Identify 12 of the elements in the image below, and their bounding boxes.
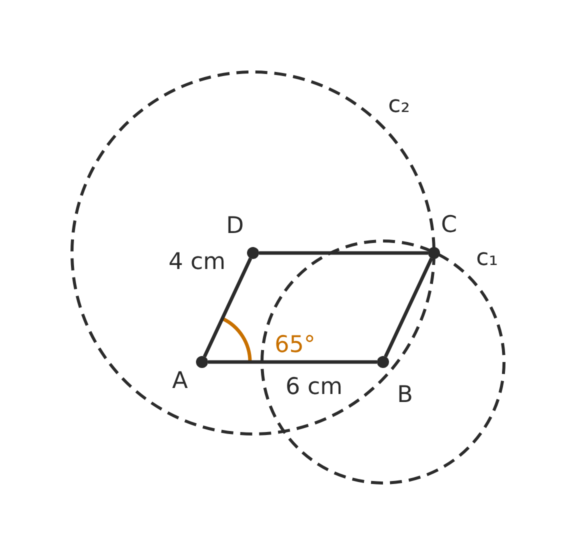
line-segment (208, 360, 377, 364)
circle-label: c₂ (388, 92, 410, 118)
point-label: D (226, 213, 244, 239)
circle-label: c₁ (476, 245, 498, 271)
point-label: B (397, 382, 413, 408)
point-label: C (440, 212, 458, 238)
line-segment (202, 258, 252, 358)
point-label: A (172, 368, 188, 394)
angle-label: 65° (274, 332, 316, 358)
length-label: 4 cm (168, 249, 226, 275)
line-segment (259, 251, 428, 255)
length-label: 6 cm (286, 374, 342, 400)
